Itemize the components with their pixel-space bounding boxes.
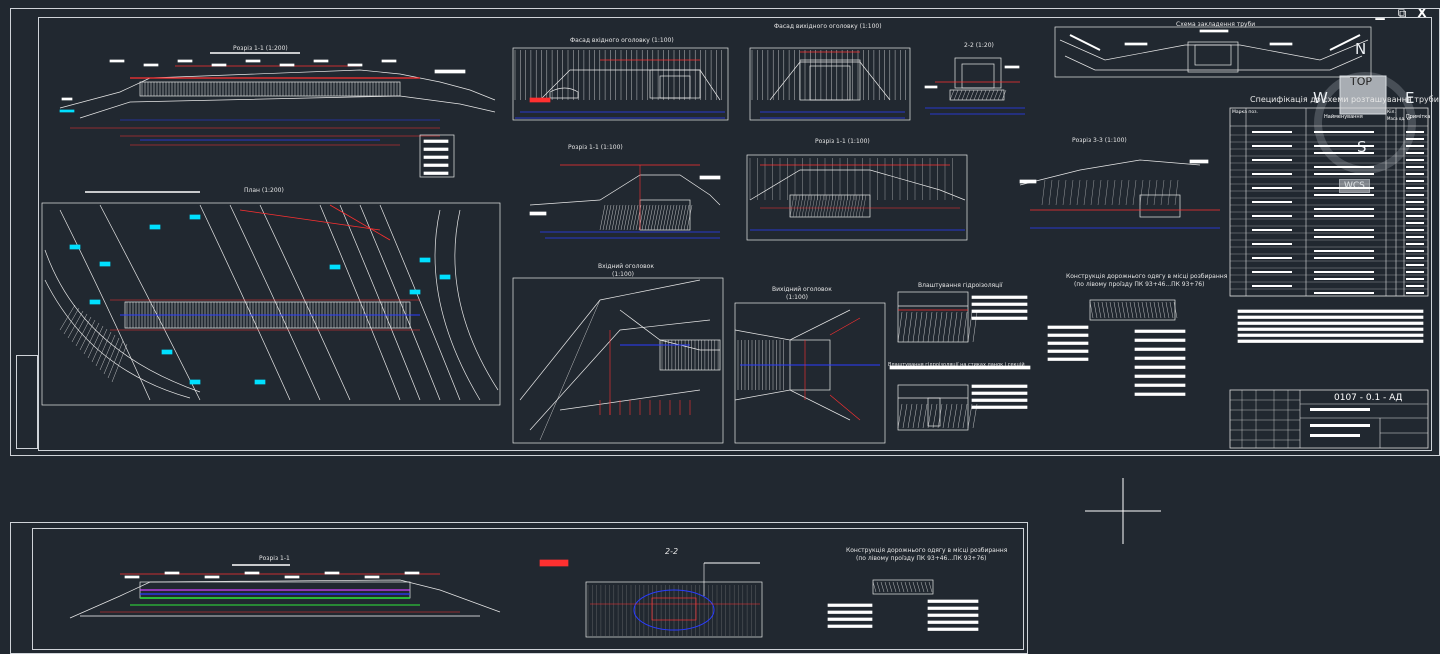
title-block-stamp bbox=[1229, 389, 1429, 449]
title-plan: План (1:200) bbox=[244, 187, 284, 194]
sheet2-section-1-1-drawing bbox=[69, 564, 501, 619]
minimize-button[interactable]: ▁ bbox=[1375, 6, 1385, 20]
title-facade-inlet: Фасад вхідного оголовку (1:100) bbox=[570, 37, 674, 44]
sheet2-road-pavement-drawing bbox=[827, 579, 979, 631]
title-outlet-scale: (1:100) bbox=[786, 294, 808, 301]
viewcube-east[interactable]: E bbox=[1405, 89, 1415, 107]
spec-header-mark: Марка поз. bbox=[1232, 110, 1258, 115]
section-1-1-c-drawing bbox=[746, 154, 968, 241]
title-waterproofing: Влаштування гідроізоляції bbox=[918, 282, 1003, 289]
viewcube-west[interactable]: W bbox=[1313, 89, 1328, 107]
spec-header-qty: Кіл. bbox=[1387, 110, 1396, 115]
title-road-pavement-sub: (по лівому проїзду ПК 93+46...ПК 93+76) bbox=[1074, 281, 1205, 288]
close-button[interactable]: X bbox=[1417, 6, 1427, 20]
restore-button[interactable]: ⧉ bbox=[1397, 6, 1407, 20]
section-2-2-drawing bbox=[924, 57, 1025, 115]
title-inlet-scale: (1:100) bbox=[612, 271, 634, 278]
section-3-3-drawing bbox=[1019, 159, 1220, 229]
section-1-1-b-drawing bbox=[529, 164, 721, 239]
title-pipe-scheme: Схема закладення труби bbox=[1176, 21, 1256, 28]
title-inlet-head: Вхідний оголовок bbox=[598, 263, 654, 270]
facade-outlet-drawing bbox=[749, 47, 911, 121]
title-section-2-2: 2-2 (1:20) bbox=[964, 42, 994, 49]
sheet2-title-road-pavement: Конструкція дорожнього одягу в місці роз… bbox=[846, 547, 1008, 554]
sheet2-title-section-2-2: 2-2 bbox=[665, 547, 679, 556]
road-pavement-drawing bbox=[1047, 299, 1424, 396]
section-1-1-drawing bbox=[59, 52, 496, 178]
sheet-1-side-stamp bbox=[16, 355, 38, 449]
pipe-scheme-drawing bbox=[1054, 26, 1372, 78]
cad-drawing-canvas bbox=[41, 26, 1424, 638]
specification-table-grid bbox=[1229, 107, 1429, 297]
title-section-3-3: Розріз 3-3 (1:100) bbox=[1072, 137, 1127, 144]
title-outlet-head: Вихідний оголовок bbox=[772, 286, 832, 293]
crosshair-cursor-icon bbox=[1085, 478, 1161, 544]
waterproofing-detail-drawing bbox=[889, 291, 1031, 431]
inlet-head-drawing bbox=[512, 277, 724, 444]
spec-header-name: Найменування bbox=[1324, 114, 1363, 120]
plan-drawing bbox=[41, 191, 501, 406]
title-facade-outlet: Фасад вихідного оголовку (1:100) bbox=[774, 23, 882, 30]
title-waterproofing-joints: Влаштування гідроізоляції на стиках лано… bbox=[888, 362, 1025, 368]
spec-header-mass: Маса од. кг bbox=[1387, 116, 1412, 121]
outlet-head-drawing bbox=[734, 302, 886, 444]
viewcube-top-face[interactable]: TOP bbox=[1350, 75, 1373, 88]
sheet2-title-section-1-1: Розріз 1-1 bbox=[259, 555, 290, 562]
facade-inlet-drawing bbox=[512, 47, 729, 121]
title-section-1-1-b: Розріз 1-1 (1:100) bbox=[568, 144, 623, 151]
title-road-pavement: Конструкція дорожнього одягу в місці роз… bbox=[1066, 273, 1228, 280]
sheet2-title-road-pavement-sub: (по лівому проїзду ПК 93+46...ПК 93+76) bbox=[856, 555, 987, 562]
spec-header-note: Примітка bbox=[1406, 114, 1431, 120]
spec-table-title: Специфікація до схеми розташування труби bbox=[1250, 95, 1439, 104]
wcs-menu-button[interactable]: WCS bbox=[1339, 179, 1370, 193]
title-block-code: 0107 - 0.1 - АД bbox=[1334, 393, 1403, 403]
sheet2-section-2-2-drawing bbox=[539, 559, 763, 638]
title-section-1-1-c: Розріз 1-1 (1:100) bbox=[815, 138, 870, 145]
drawing-sheet-1-inner-frame bbox=[38, 17, 1432, 451]
viewcube-north[interactable]: N bbox=[1355, 40, 1367, 58]
title-section-1-1: Розріз 1-1 (1:200) bbox=[233, 45, 288, 52]
